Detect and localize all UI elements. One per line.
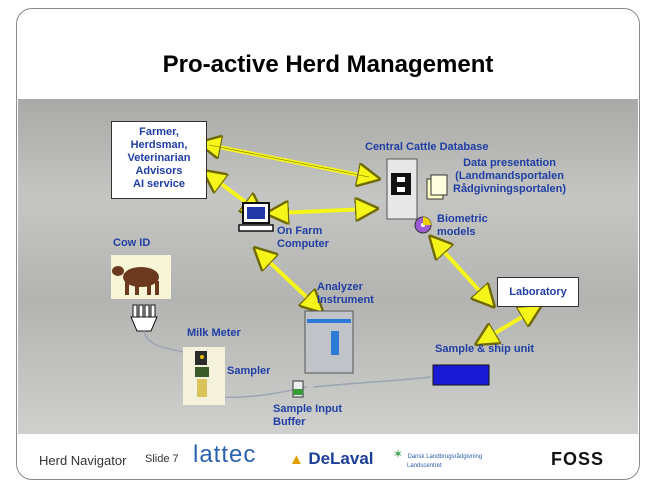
central-database-label: Central Cattle Database [365, 141, 489, 153]
cow-id-label: Cow ID [113, 237, 151, 249]
biometric-disc-icon [414, 216, 432, 234]
foss-logo: FOSS [551, 449, 605, 469]
advisors-label: Advisors [135, 165, 183, 177]
analyzer-instrument-icon [304, 310, 354, 374]
database-server-icon [386, 158, 418, 220]
delaval-logo: ▲ DeLaval [289, 449, 374, 468]
laboratory-box: Laboratory [497, 277, 579, 307]
arrow-database-laboratory [437, 244, 487, 299]
sample-input-buffer-label: Sample Input Buffer [273, 403, 343, 428]
slide-number: Slide 7 [145, 453, 179, 465]
sample-ship-unit-icon [432, 364, 490, 386]
ai-service-label: AI service [133, 178, 185, 190]
farmer-box: Farmer, Herdsman, Veterinarian Advisors … [111, 121, 207, 199]
sample-ship-label: Sample & ship unit [435, 343, 535, 355]
farmer-label: Farmer, [139, 126, 179, 138]
analyzer-instrument-label: Analyzer Instrument [317, 281, 374, 306]
laboratory-label: Laboratory [509, 286, 567, 298]
arrow-computer-analyzer [262, 255, 315, 305]
leaf-icon: ✶ [393, 447, 404, 461]
documents-icon [426, 174, 448, 200]
sampler-label: Sampler [227, 365, 271, 377]
milk-meter-label: Milk Meter [187, 327, 241, 339]
sample-input-buffer-icon [292, 380, 304, 398]
slide-title: Pro-active Herd Management [162, 51, 494, 78]
lattec-logo: lattec [193, 441, 257, 468]
arrow-computer-database [277, 209, 367, 213]
biometric-models-label: Biometric models [437, 213, 488, 238]
on-farm-computer-label: On Farm Computer [277, 225, 329, 250]
veterinarian-label: Veterinarian [127, 152, 191, 164]
milking-cluster-icon [130, 304, 158, 332]
delaval-mark-icon: ▲ [289, 451, 304, 468]
slide: Pro-active Herd Management [16, 8, 640, 480]
diagram-graphics [111, 9, 639, 405]
landscentret-logo: ✶ Dansk Landbrugsrådgivning Landscentret [393, 447, 483, 469]
herdsman-label: Herdsman, [130, 139, 188, 151]
cow-image [111, 255, 171, 299]
milk-meter-sampler-image [183, 347, 225, 405]
data-presentation-label: Data presentation (Landmandsportalen Råd… [453, 157, 567, 195]
computer-icon [238, 202, 274, 232]
footer-title: Herd Navigator [39, 453, 127, 468]
arrow-laboratory-ship [485, 311, 532, 339]
